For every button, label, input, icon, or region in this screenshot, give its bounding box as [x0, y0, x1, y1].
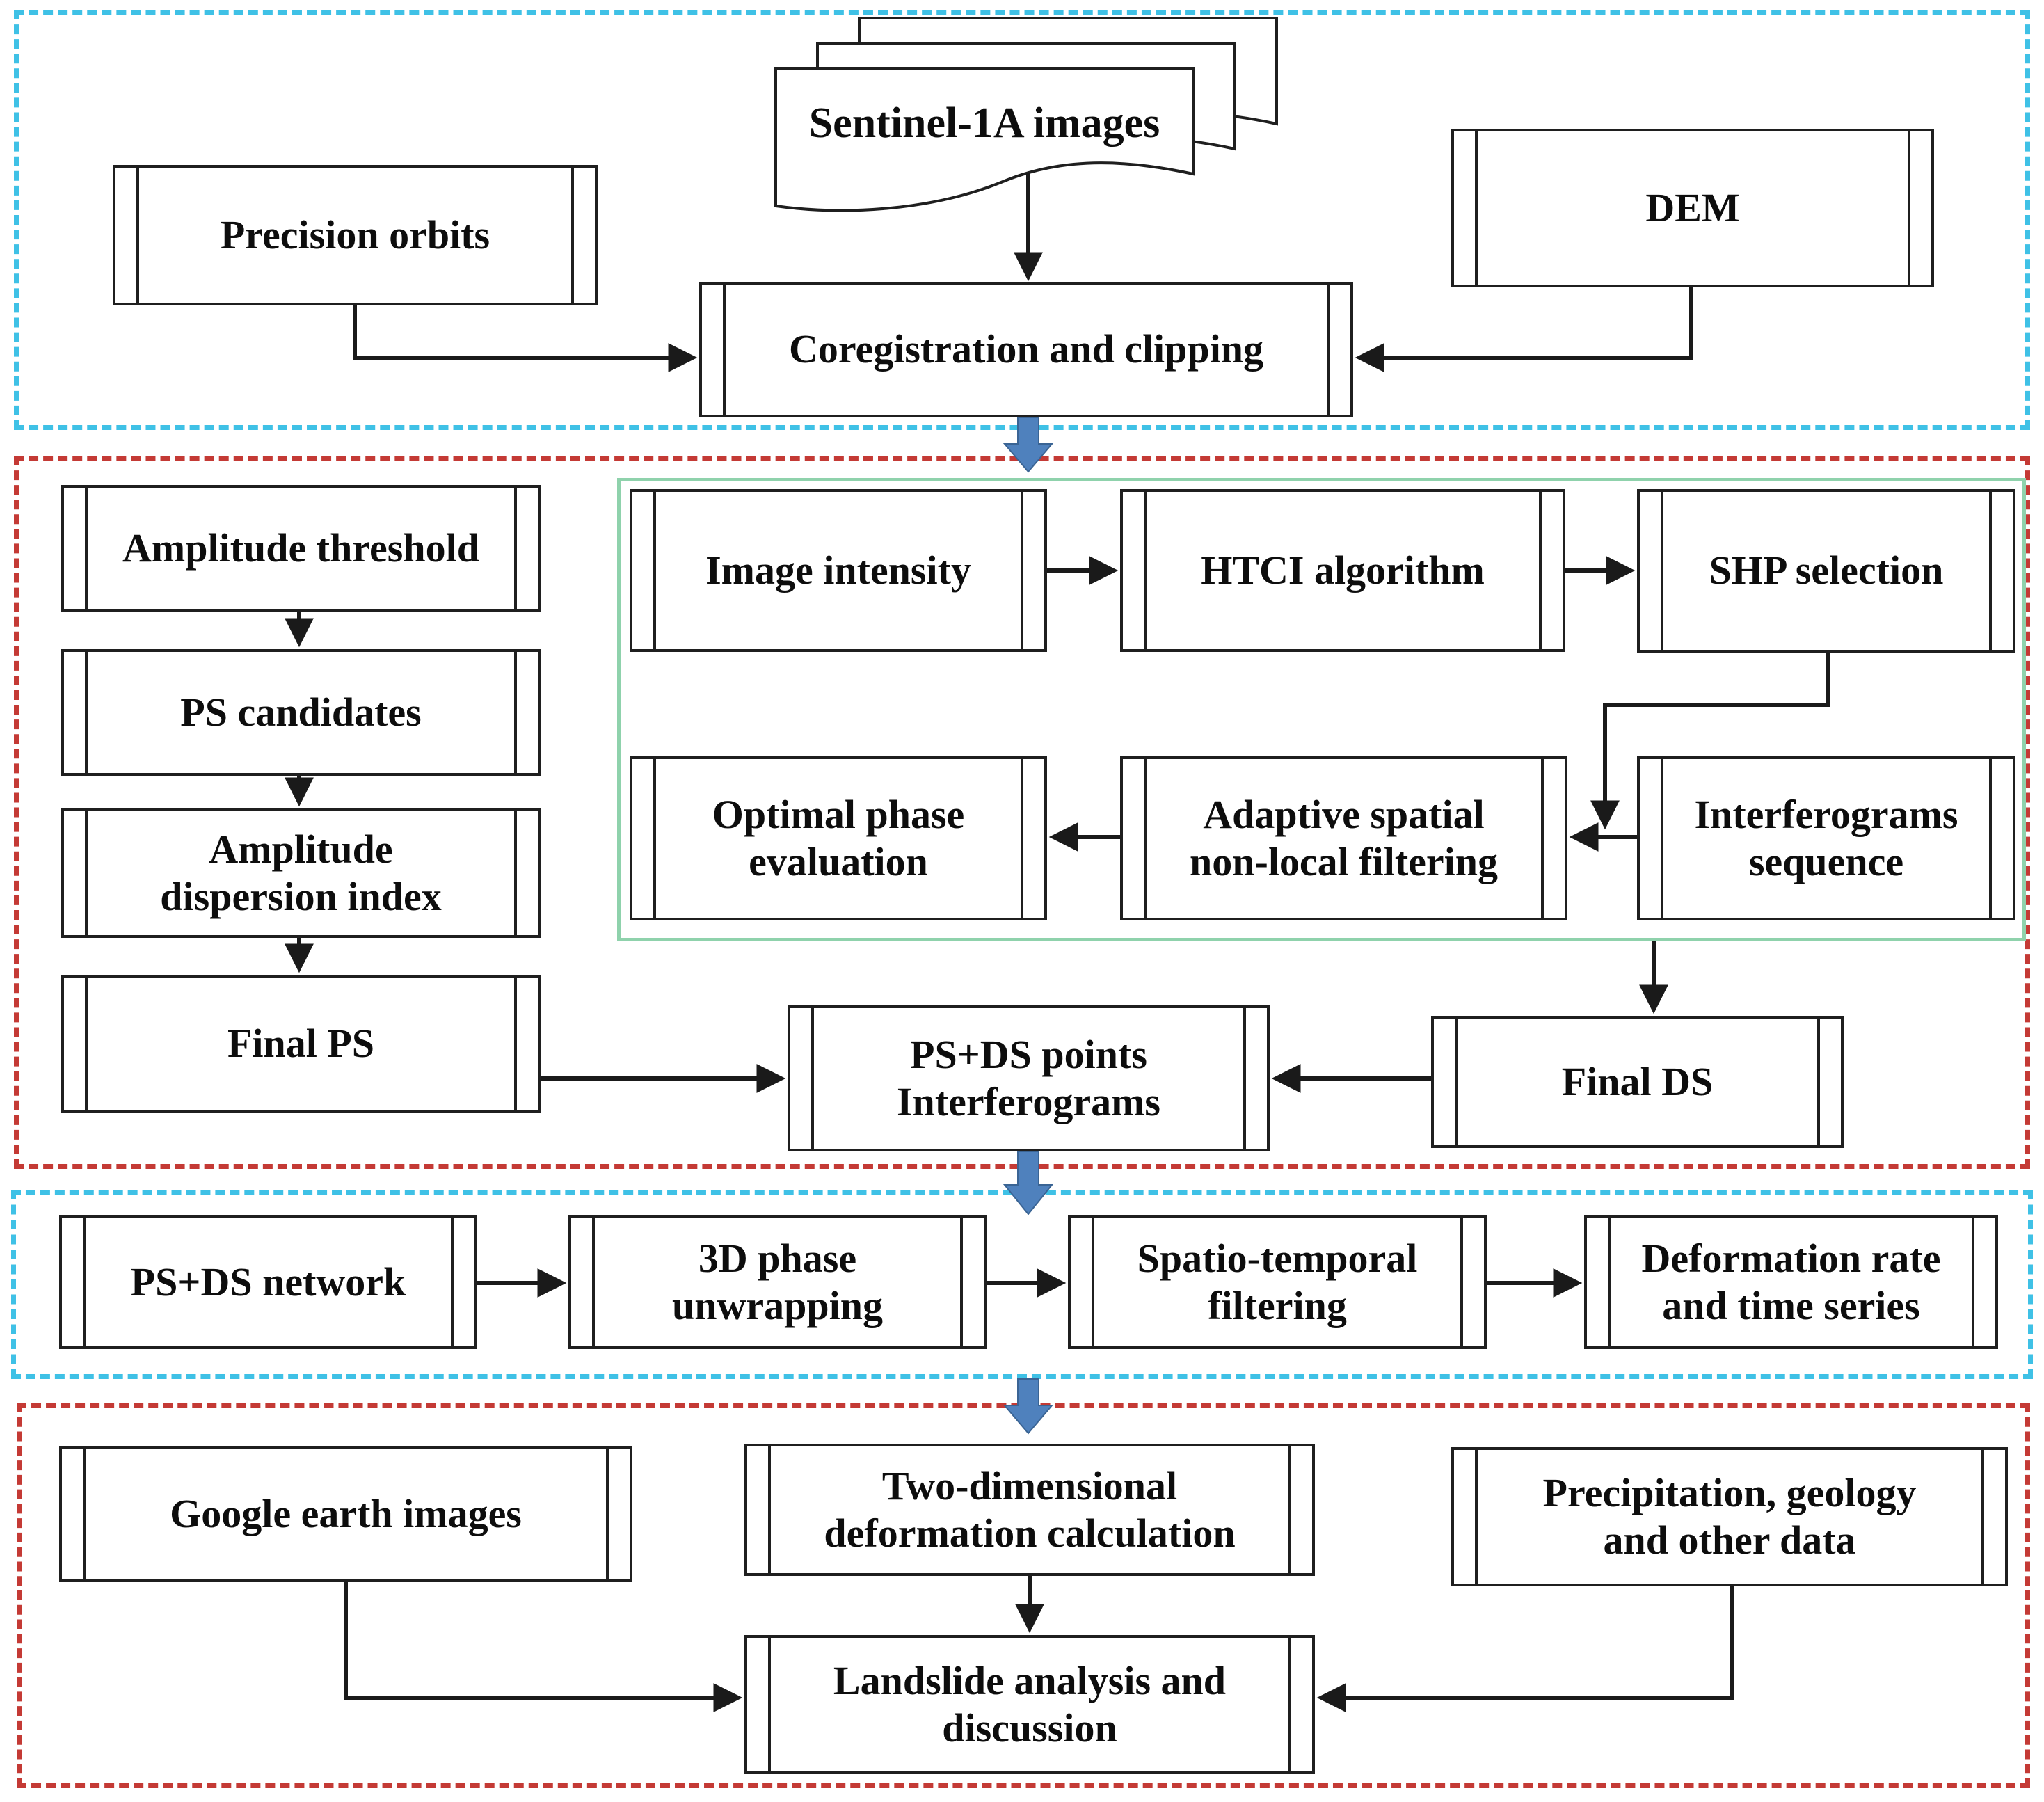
node-image-intensity-label: Image intensity: [705, 547, 971, 593]
node-coregistration: Coregistration and clipping: [699, 282, 1353, 417]
node-deformation-rate-label: Deformation rate and time series: [1641, 1235, 1941, 1328]
node-precipitation: Precipitation, geology and other data: [1451, 1447, 2008, 1586]
node-htci-algorithm-label: HTCI algorithm: [1201, 547, 1485, 593]
node-precision-orbits-label: Precision orbits: [220, 212, 490, 257]
node-sentinel-images-label: Sentinel-1A images: [808, 99, 1160, 147]
node-adaptive-filtering-label: Adaptive spatial non-local filtering: [1189, 791, 1498, 884]
arrow-shp-to-junction: [1590, 653, 1830, 830]
node-amplitude-threshold: Amplitude threshold: [61, 485, 541, 612]
node-interferograms-sequence-label: Interferograms sequence: [1694, 791, 1958, 884]
node-spatio-temporal-label: Spatio-temporal filtering: [1137, 1235, 1418, 1328]
node-precision-orbits: Precision orbits: [113, 165, 598, 305]
node-psds-points: PS+DS points Interferograms: [788, 1005, 1270, 1151]
node-ps-candidates: PS candidates: [61, 649, 541, 776]
node-interferograms-sequence: Interferograms sequence: [1637, 756, 2015, 920]
node-amplitude-dispersion-index-label: Amplitude dispersion index: [160, 826, 442, 919]
node-adaptive-filtering: Adaptive spatial non-local filtering: [1120, 756, 1567, 920]
stage-arrow-3-icon: [1003, 1378, 1054, 1435]
node-htci-algorithm: HTCI algorithm: [1120, 489, 1565, 652]
node-landslide-analysis-label: Landslide analysis and discussion: [833, 1657, 1227, 1751]
node-coregistration-label: Coregistration and clipping: [788, 326, 1264, 372]
node-two-dimensional-label: Two-dimensional deformation calculation: [824, 1462, 1236, 1556]
node-google-earth: Google earth images: [59, 1446, 632, 1582]
node-image-intensity: Image intensity: [630, 489, 1047, 652]
node-landslide-analysis: Landslide analysis and discussion: [744, 1635, 1315, 1774]
node-shp-selection-label: SHP selection: [1709, 548, 1944, 593]
stage-arrow-2-icon: [1003, 1151, 1054, 1215]
node-dem-label: DEM: [1645, 184, 1740, 230]
node-psds-points-label: PS+DS points Interferograms: [896, 1031, 1160, 1124]
node-spatio-temporal: Spatio-temporal filtering: [1068, 1215, 1487, 1349]
arrow-precipitation-to-landslide: [1316, 1586, 1734, 1712]
node-optimal-phase-evaluation-label: Optimal phase evaluation: [712, 791, 965, 884]
arrow-dem-to-coregistration: [1355, 287, 1693, 372]
ds-processing-group-border: [617, 478, 2026, 941]
node-sentinel-images: Sentinel-1A images: [776, 80, 1193, 167]
node-deformation-rate: Deformation rate and time series: [1584, 1215, 1998, 1349]
stage-arrow-1-icon: [1003, 417, 1054, 473]
arrow-google-to-landslide: [344, 1582, 743, 1712]
node-final-ds: Final DS: [1431, 1016, 1844, 1148]
node-optimal-phase-evaluation: Optimal phase evaluation: [630, 756, 1047, 920]
node-dem: DEM: [1451, 129, 1934, 287]
node-amplitude-threshold-label: Amplitude threshold: [122, 525, 479, 571]
node-phase-unwrapping: 3D phase unwrapping: [568, 1215, 987, 1349]
node-ps-candidates-label: PS candidates: [180, 689, 422, 735]
node-precipitation-label: Precipitation, geology and other data: [1542, 1469, 1917, 1563]
arrow-precision-to-coregistration: [353, 305, 698, 372]
node-psds-network: PS+DS network: [59, 1215, 477, 1349]
node-shp-selection: SHP selection: [1637, 489, 2015, 653]
node-amplitude-dispersion-index: Amplitude dispersion index: [61, 808, 541, 938]
node-phase-unwrapping-label: 3D phase unwrapping: [671, 1235, 884, 1328]
node-google-earth-label: Google earth images: [170, 1491, 522, 1537]
node-final-ps: Final PS: [61, 975, 541, 1113]
node-final-ps-label: Final PS: [227, 1020, 375, 1066]
document-page-front-icon: [774, 67, 1195, 212]
node-two-dimensional: Two-dimensional deformation calculation: [744, 1444, 1315, 1576]
node-final-ds-label: Final DS: [1561, 1058, 1714, 1104]
node-psds-network-label: PS+DS network: [130, 1259, 406, 1305]
